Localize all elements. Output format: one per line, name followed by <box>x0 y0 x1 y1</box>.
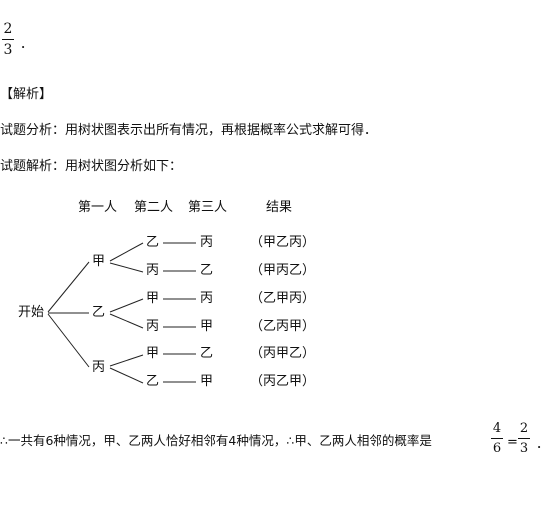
result-item: （乙丙甲） <box>250 319 316 334</box>
header-second-person: 第二人 <box>134 200 174 215</box>
answer-tail: ． <box>20 37 34 52</box>
branch-root-c <box>47 313 90 368</box>
section-title: 【解析】 <box>0 87 53 102</box>
conclusion-tail: ． <box>536 437 550 452</box>
result-item: （丙甲乙） <box>250 346 316 361</box>
header-third-person: 第三人 <box>188 200 228 215</box>
level3-node: 乙 <box>200 263 214 278</box>
level1-node: 丙 <box>92 360 106 375</box>
analysis-text: 试题分析：用树状图表示出所有情况，再根据概率公式求解可得． <box>0 123 378 138</box>
level3-node: 乙 <box>200 346 214 361</box>
branch-b-2 <box>109 313 144 329</box>
fraction-denominator: 6 <box>492 441 502 456</box>
branch-a-2 <box>109 262 144 273</box>
answer-numerator: 2 <box>3 21 13 37</box>
header-first-person: 第一人 <box>78 200 118 215</box>
level3-node: 丙 <box>200 235 214 250</box>
level2-node: 甲 <box>146 291 160 306</box>
level2-node: 丙 <box>146 263 160 278</box>
result-item: （甲丙乙） <box>250 263 316 278</box>
level1-node: 甲 <box>92 254 106 269</box>
level2-node: 丙 <box>146 319 160 334</box>
result-item: （丙乙甲） <box>250 374 316 389</box>
fraction-numerator: 2 <box>519 421 529 436</box>
level1-node: 乙 <box>92 305 106 320</box>
fraction-bar <box>2 39 14 40</box>
result-item: （乙甲丙） <box>250 291 316 306</box>
answer-fraction: 2 3 <box>2 22 14 57</box>
conclusion-text: ∴一共有6种情况，甲、乙两人恰好相邻有4种情况，∴甲、乙两人相邻的概率是 <box>0 433 432 448</box>
branch-c-1 <box>109 354 144 367</box>
level2-node: 乙 <box>146 374 160 389</box>
answer-denominator: 3 <box>3 42 13 58</box>
level2-node: 甲 <box>146 346 160 361</box>
fraction-bar <box>518 438 530 439</box>
level3-node: 甲 <box>200 374 214 389</box>
fraction-denominator: 3 <box>519 441 529 456</box>
fraction-numerator: 4 <box>492 421 502 436</box>
solution-text: 试题解析：用树状图分析如下： <box>0 159 183 174</box>
level3-node: 丙 <box>200 291 214 306</box>
branch-c-2 <box>109 367 144 384</box>
result-item: （甲乙丙） <box>250 235 316 250</box>
level3-node: 甲 <box>200 319 214 334</box>
conclusion-fraction-1: 4 6 <box>491 422 503 455</box>
branch-b-1 <box>109 298 144 313</box>
level2-node: 乙 <box>146 235 160 250</box>
header-result: 结果 <box>266 200 293 215</box>
conclusion-equals: = <box>507 435 518 450</box>
branch-root-a <box>47 261 90 313</box>
conclusion-fraction-2: 2 3 <box>518 422 530 455</box>
branch-a-1 <box>109 242 144 262</box>
tree-root: 开始 <box>18 305 45 320</box>
fraction-bar <box>491 438 503 439</box>
